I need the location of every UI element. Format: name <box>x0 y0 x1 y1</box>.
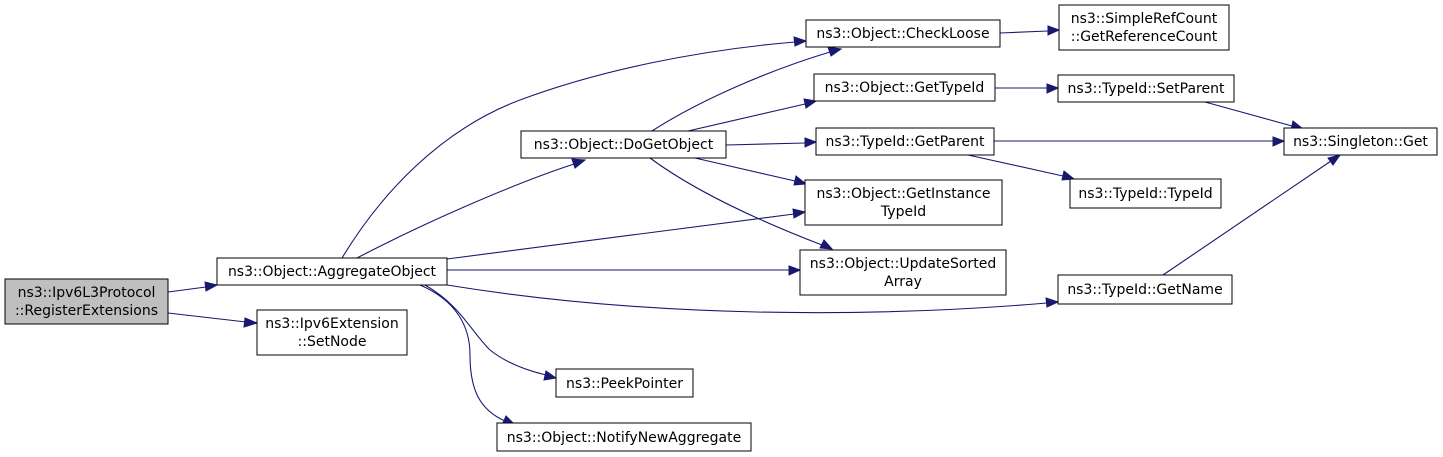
edge-get-parent-to-singleton-get <box>994 136 1286 147</box>
node-label-line: ns3::TypeId::GetName <box>1067 282 1222 298</box>
call-nodes: ns3::Ipv6L3Protocol ::RegisterExtensions… <box>4 4 1438 452</box>
node-label-line: ns3::Object::CheckLoose <box>816 26 989 42</box>
edge-object-get-type-id-to-set-parent <box>995 83 1060 94</box>
node-label-line: ::RegisterExtensions <box>15 303 158 319</box>
edge-set-parent-to-singleton-get <box>1204 101 1305 131</box>
node-peek-pointer[interactable]: ns3::PeekPointer <box>555 368 694 398</box>
node-label-line: ns3::TypeId::GetParent <box>826 134 985 150</box>
edge-do-get-object-to-get-parent <box>725 137 818 148</box>
edge-aggregate-object-to-check-loose <box>341 36 808 259</box>
node-label-line: ns3::Object::DoGetObject <box>534 137 714 153</box>
call-edges <box>167 25 1342 426</box>
node-label-line: ns3::TypeId::SetParent <box>1068 81 1225 97</box>
node-notify-new-aggregate[interactable]: ns3::Object::NotifyNewAggregate <box>496 422 752 452</box>
node-object-get-type-id[interactable]: ns3::Object::GetTypeId <box>813 73 996 102</box>
edge-register-extensions-to-set-node <box>167 312 259 328</box>
node-label-line: ns3::TypeId::TypeId <box>1078 186 1212 202</box>
node-type-id[interactable]: ns3::TypeId::TypeId <box>1069 178 1222 209</box>
node-do-get-object[interactable]: ns3::Object::DoGetObject <box>520 130 727 159</box>
node-label-line: ns3::Ipv6Extension <box>265 316 398 332</box>
node-label-line: ns3::SimpleRefCount <box>1071 11 1218 27</box>
edge-check-loose-to-get-reference-count <box>999 25 1061 36</box>
node-get-instance-type-id[interactable]: ns3::Object::GetInstance TypeId <box>804 179 1003 226</box>
edge-aggregate-object-to-do-get-object <box>356 158 587 259</box>
edge-aggregate-object-to-get-instance-type-id <box>446 208 807 260</box>
edge-do-get-object-to-object-get-type-id <box>687 98 818 132</box>
edge-register-extensions-to-aggregate-object <box>167 281 219 293</box>
node-label-line: ::GetReferenceCount <box>1071 29 1218 45</box>
node-label-line: ns3::Object::UpdateSorted <box>810 256 996 272</box>
node-label-line: ns3::Object::NotifyNewAggregate <box>507 430 741 446</box>
edge-get-name-to-singleton-get <box>1162 154 1342 276</box>
node-get-reference-count[interactable]: ns3::SimpleRefCount ::GetReferenceCount <box>1058 4 1230 51</box>
edge-do-get-object-to-update-sorted-array <box>649 157 834 250</box>
edge-do-get-object-to-check-loose <box>651 46 843 132</box>
node-label-line: ns3::PeekPointer <box>566 376 683 392</box>
node-label-line: ns3::Object::GetTypeId <box>825 80 985 96</box>
edge-aggregate-object-to-notify-new-aggregate <box>419 284 517 426</box>
node-set-node[interactable]: ns3::Ipv6Extension ::SetNode <box>256 309 408 356</box>
node-label-line: ns3::Object::GetInstance <box>816 186 990 202</box>
node-update-sorted-array[interactable]: ns3::Object::UpdateSorted Array <box>799 249 1007 296</box>
edge-do-get-object-to-get-instance-type-id <box>694 157 808 186</box>
node-label-line: ::SetNode <box>298 334 367 350</box>
edge-aggregate-object-to-get-name <box>446 284 1060 314</box>
node-check-loose[interactable]: ns3::Object::CheckLoose <box>805 19 1001 48</box>
node-label-line: ns3::Ipv6L3Protocol <box>18 285 156 301</box>
edge-get-parent-to-type-id <box>967 154 1076 181</box>
edge-aggregate-object-to-update-sorted-array <box>447 265 802 276</box>
node-singleton-get[interactable]: ns3::Singleton::Get <box>1283 127 1438 156</box>
node-get-parent[interactable]: ns3::TypeId::GetParent <box>815 127 995 156</box>
node-label-line: ns3::Object::AggregateObject <box>228 264 437 280</box>
node-set-parent[interactable]: ns3::TypeId::SetParent <box>1057 74 1235 103</box>
node-label-line: ns3::Singleton::Get <box>1293 134 1428 150</box>
node-aggregate-object[interactable]: ns3::Object::AggregateObject <box>216 257 448 286</box>
edge-aggregate-object-to-peek-pointer <box>424 284 558 381</box>
node-register-extensions[interactable]: ns3::Ipv6L3Protocol ::RegisterExtensions <box>4 278 169 325</box>
node-get-name[interactable]: ns3::TypeId::GetName <box>1057 274 1233 305</box>
node-label-line: Array <box>884 274 922 290</box>
node-label-line: TypeId <box>880 204 926 220</box>
